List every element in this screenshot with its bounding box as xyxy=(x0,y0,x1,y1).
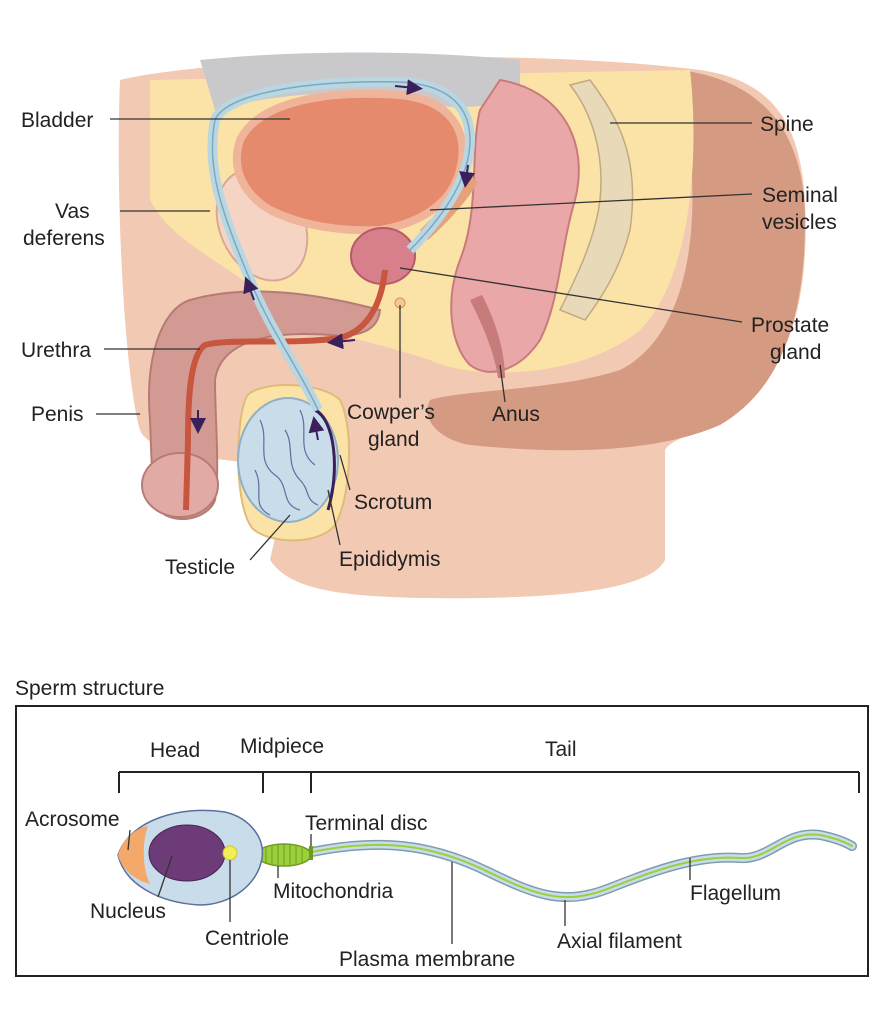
flow-arrow-urethra xyxy=(327,333,356,350)
centriole xyxy=(222,845,238,861)
flow-arrow-top xyxy=(394,79,423,96)
sperm-structure-frame xyxy=(15,705,869,977)
label-prostate-gland-line1: Prostate xyxy=(751,314,829,337)
section-label-head: Head xyxy=(150,739,200,762)
label-centriole: Centriole xyxy=(205,927,289,950)
label-scrotum: Scrotum xyxy=(354,491,432,514)
testicle-tubules xyxy=(254,409,319,516)
label-plasma-membrane: Plasma membrane xyxy=(339,948,515,971)
urethra xyxy=(183,269,388,511)
anatomy-illustration: Bladder Vas deferens Urethra Penis Spine… xyxy=(21,52,838,599)
label-axial-filament: Axial filament xyxy=(557,930,682,953)
acrosome xyxy=(118,826,150,884)
label-cowpers-gland-line2: gland xyxy=(368,428,419,451)
mitochondria-coils xyxy=(265,845,303,865)
flow-arrow-vas-up xyxy=(243,276,259,301)
label-bladder: Bladder xyxy=(21,109,93,132)
terminal-disc xyxy=(309,846,313,860)
label-seminal-vesicles-line2: vesicles xyxy=(762,211,837,234)
vas-deferens-flow xyxy=(211,81,471,411)
label-epididymis: Epididymis xyxy=(339,548,441,571)
label-seminal-vesicles-line1: Seminal xyxy=(762,184,838,207)
label-prostate-gland-line2: gland xyxy=(770,341,821,364)
glans xyxy=(141,452,219,518)
flow-arrow-vesicle xyxy=(459,164,475,188)
axial-filament xyxy=(311,833,853,899)
label-testicle: Testicle xyxy=(165,556,235,579)
label-anus: Anus xyxy=(492,403,540,426)
label-acrosome: Acrosome xyxy=(25,808,120,831)
label-terminal-disc: Terminal disc xyxy=(305,812,428,835)
label-vas-deferens-line2: deferens xyxy=(23,227,105,250)
sperm-leader-lines xyxy=(127,829,691,944)
label-mitochondria: Mitochondria xyxy=(273,880,394,903)
section-label-midpiece: Midpiece xyxy=(240,735,324,758)
label-vas-deferens-line1: Vas xyxy=(55,200,90,223)
anatomy-leader-lines xyxy=(96,118,753,561)
flow-arrow-epididymis xyxy=(308,416,325,441)
spine xyxy=(558,79,634,321)
sperm-structure-title: Sperm structure xyxy=(15,677,164,700)
anal-canal xyxy=(470,295,505,378)
label-flagellum: Flagellum xyxy=(690,882,781,905)
label-nucleus: Nucleus xyxy=(90,900,166,923)
section-brackets xyxy=(118,771,860,793)
label-cowpers-gland-line1: Cowper’s xyxy=(347,401,435,424)
label-urethra: Urethra xyxy=(21,339,91,362)
section-label-tail: Tail xyxy=(545,738,577,761)
nucleus xyxy=(148,824,226,882)
label-spine: Spine xyxy=(760,113,814,136)
sperm-structure-panel: Sperm structure Head Midpiece Tail xyxy=(15,677,869,977)
label-penis: Penis xyxy=(31,403,84,426)
bladder xyxy=(232,89,467,235)
epididymis xyxy=(314,408,336,511)
buttock-shading xyxy=(427,70,805,451)
